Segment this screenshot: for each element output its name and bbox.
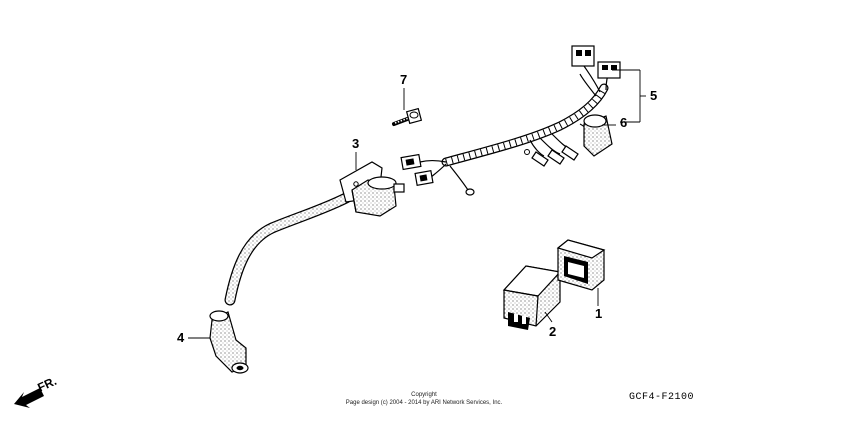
leader-lines <box>188 69 646 339</box>
callout-7: 7 <box>400 72 407 87</box>
callout-1: 1 <box>595 306 602 321</box>
regulator-rectifier[interactable] <box>502 265 562 330</box>
front-direction-arrow: FR. <box>14 374 59 408</box>
wire-harness[interactable] <box>400 45 621 196</box>
copyright-title: Copyright <box>411 392 437 398</box>
copyright-notice: Page design (c) 2004 - 2014 by ARI Netwo… <box>346 400 503 406</box>
callout-6: 6 <box>620 115 627 130</box>
callout-3: 3 <box>352 136 359 151</box>
ignition-coil[interactable] <box>224 161 405 306</box>
relay-box[interactable] <box>556 239 606 291</box>
spark-plug-cap[interactable] <box>209 310 249 374</box>
front-label: FR. <box>35 374 58 395</box>
diagram-code: GCF4-F2100 <box>629 392 694 403</box>
callout-2: 2 <box>549 324 556 339</box>
harness-relay[interactable] <box>579 114 613 157</box>
bolt[interactable] <box>392 107 423 126</box>
callout-4: 4 <box>177 330 185 345</box>
callout-5: 5 <box>650 88 657 103</box>
front-arrow-icon <box>14 388 44 408</box>
